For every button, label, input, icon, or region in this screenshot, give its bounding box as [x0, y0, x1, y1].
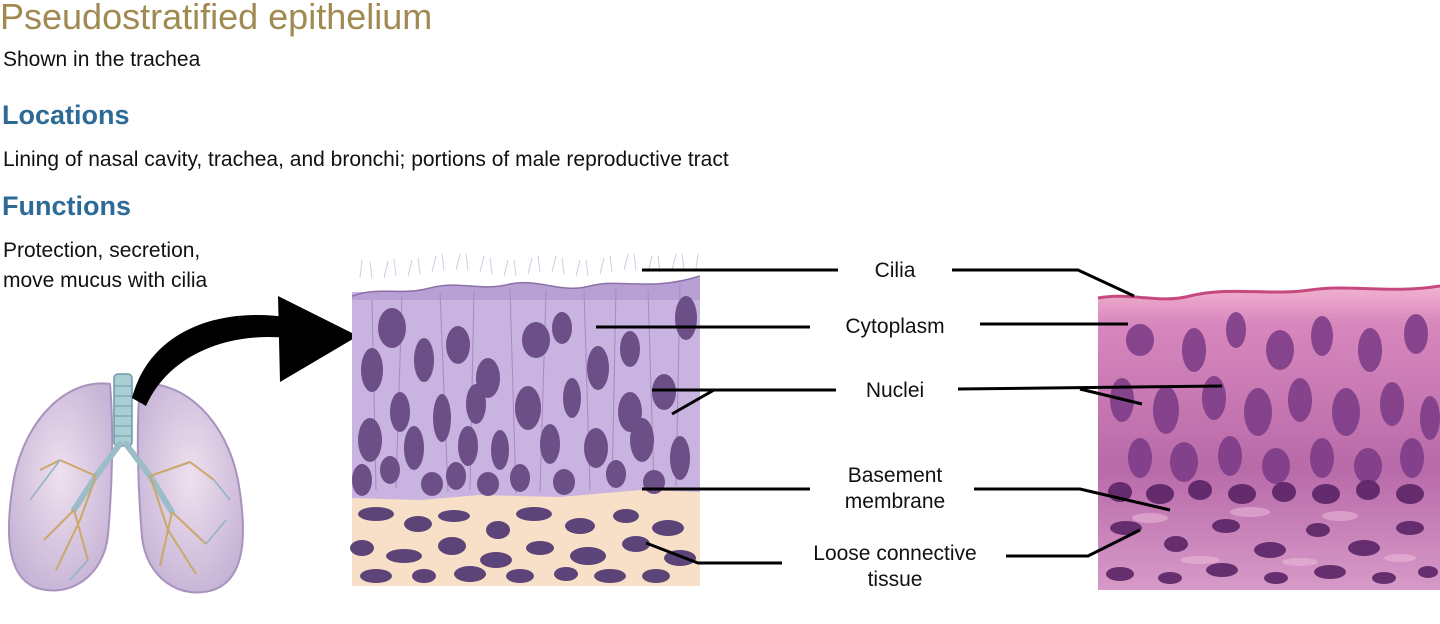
epithelium-illustration [350, 253, 701, 586]
label-basement-line-1: Basement [847, 464, 943, 487]
lungs-icon [7, 373, 244, 594]
connective-leader-left [645, 541, 782, 565]
arrow-icon [132, 296, 358, 406]
functions-heading: Functions [2, 191, 131, 221]
label-connective-line-2: tissue [867, 568, 923, 591]
locations-text: Lining of nasal cavity, trachea, and bro… [3, 148, 729, 171]
functions-text-line-2: move mucus with cilia [3, 269, 208, 292]
cilia-leader-right [952, 268, 1135, 298]
label-cytoplasm: Cytoplasm [845, 315, 945, 338]
nuclei-leader-right-branch [1079, 387, 1143, 406]
leader-lines [596, 268, 1223, 565]
page-title: Pseudostratified epithelium [0, 0, 433, 37]
connective-leader-right [1006, 528, 1141, 558]
micrograph-image [1097, 284, 1440, 590]
label-connective-line-1: Loose connective [813, 542, 977, 565]
locations-heading: Locations [2, 100, 130, 130]
nuclei-leader-right [957, 384, 1223, 391]
label-cilia: Cilia [874, 259, 916, 282]
basement-leader-right [974, 487, 1171, 512]
label-basement-line-2: membrane [844, 490, 946, 513]
page-subtitle: Shown in the trachea [3, 48, 201, 71]
label-nuclei: Nuclei [865, 379, 925, 402]
functions-text-line-1: Protection, secretion, [3, 239, 201, 262]
